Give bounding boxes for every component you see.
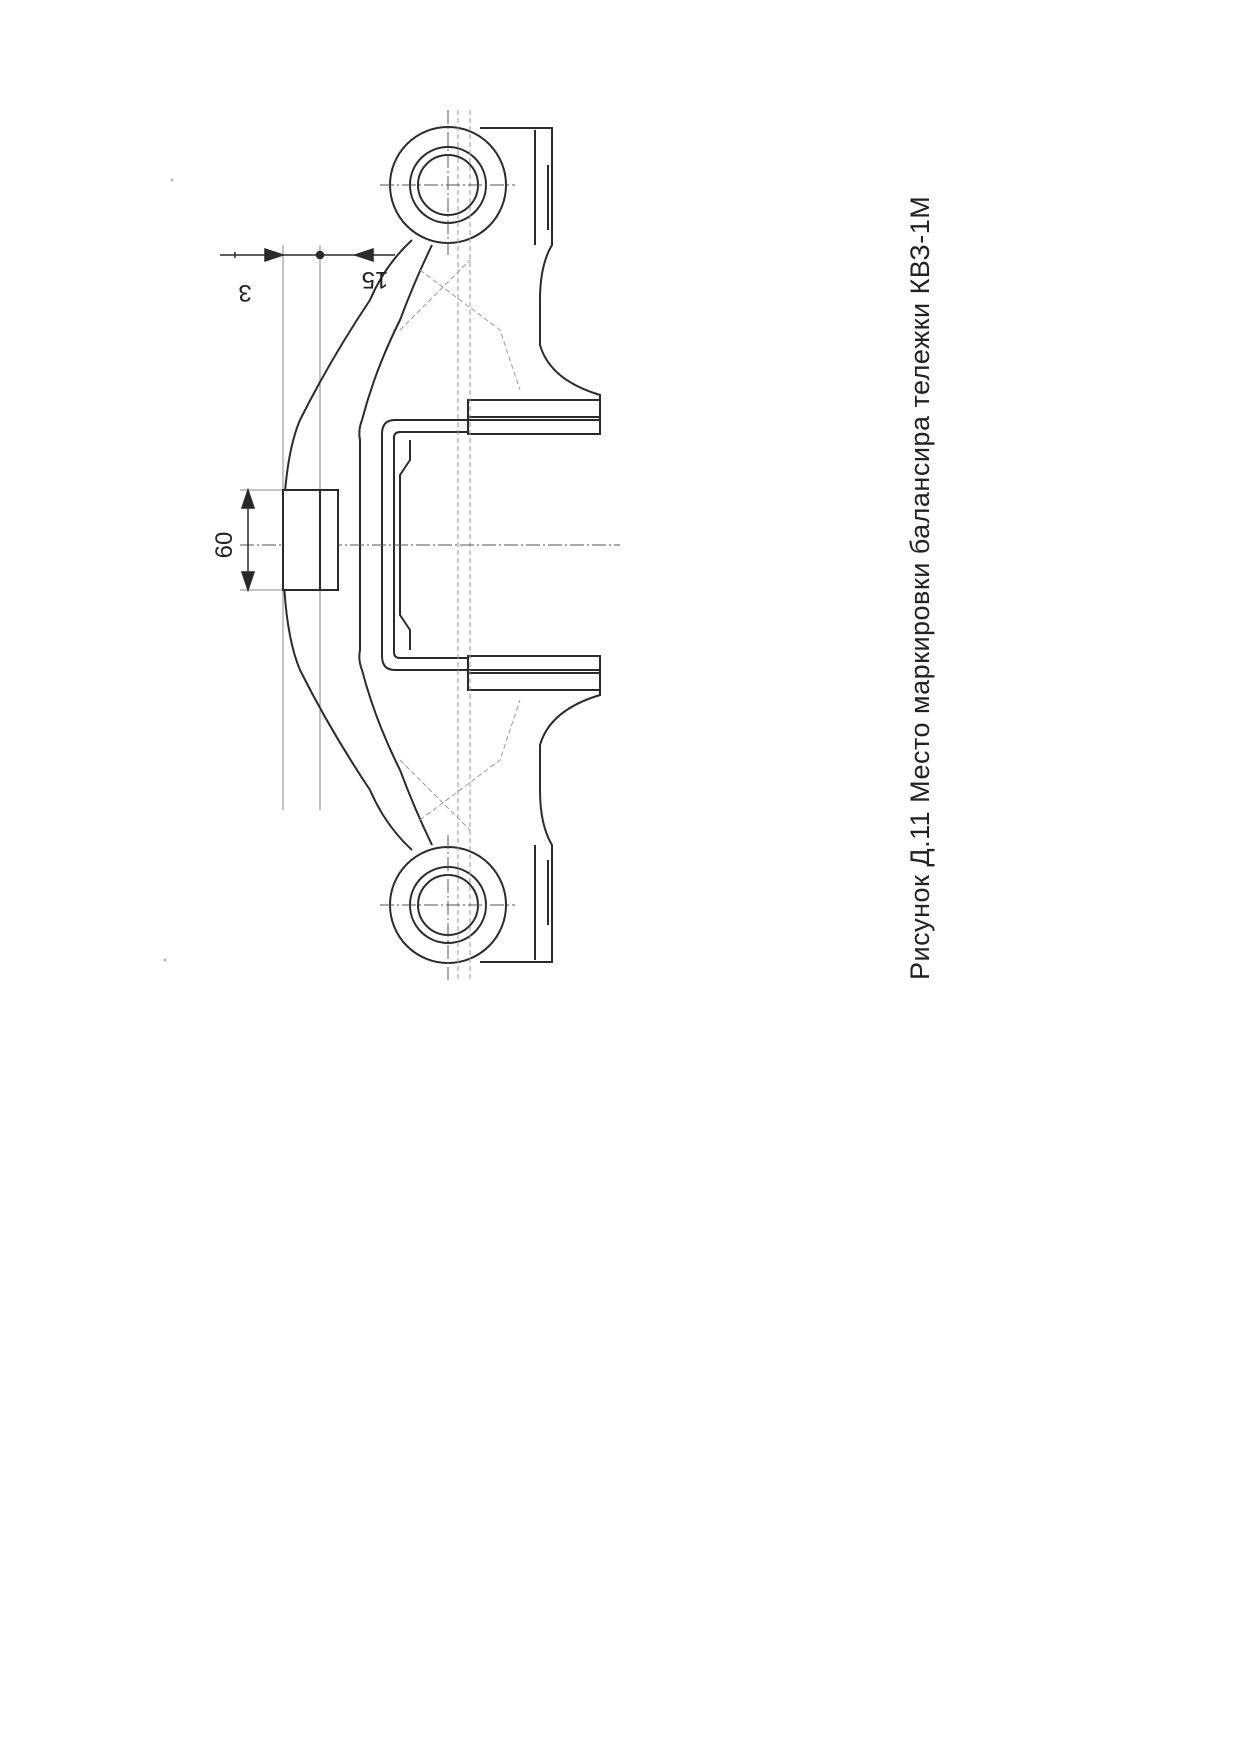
dimension-offsets (220, 247, 395, 263)
center-lines (240, 110, 620, 980)
scan-speck (163, 958, 167, 962)
figure-caption: Рисунок Д.11 Место маркировки балансира … (905, 195, 935, 980)
scan-speck (170, 178, 174, 182)
marking-zone (282, 489, 339, 591)
dimension-label-60: 60 (211, 532, 238, 559)
dimension-label-3: 3 (238, 279, 251, 306)
dimension-label-15: 15 (362, 266, 389, 293)
dimension-60 (240, 487, 256, 593)
